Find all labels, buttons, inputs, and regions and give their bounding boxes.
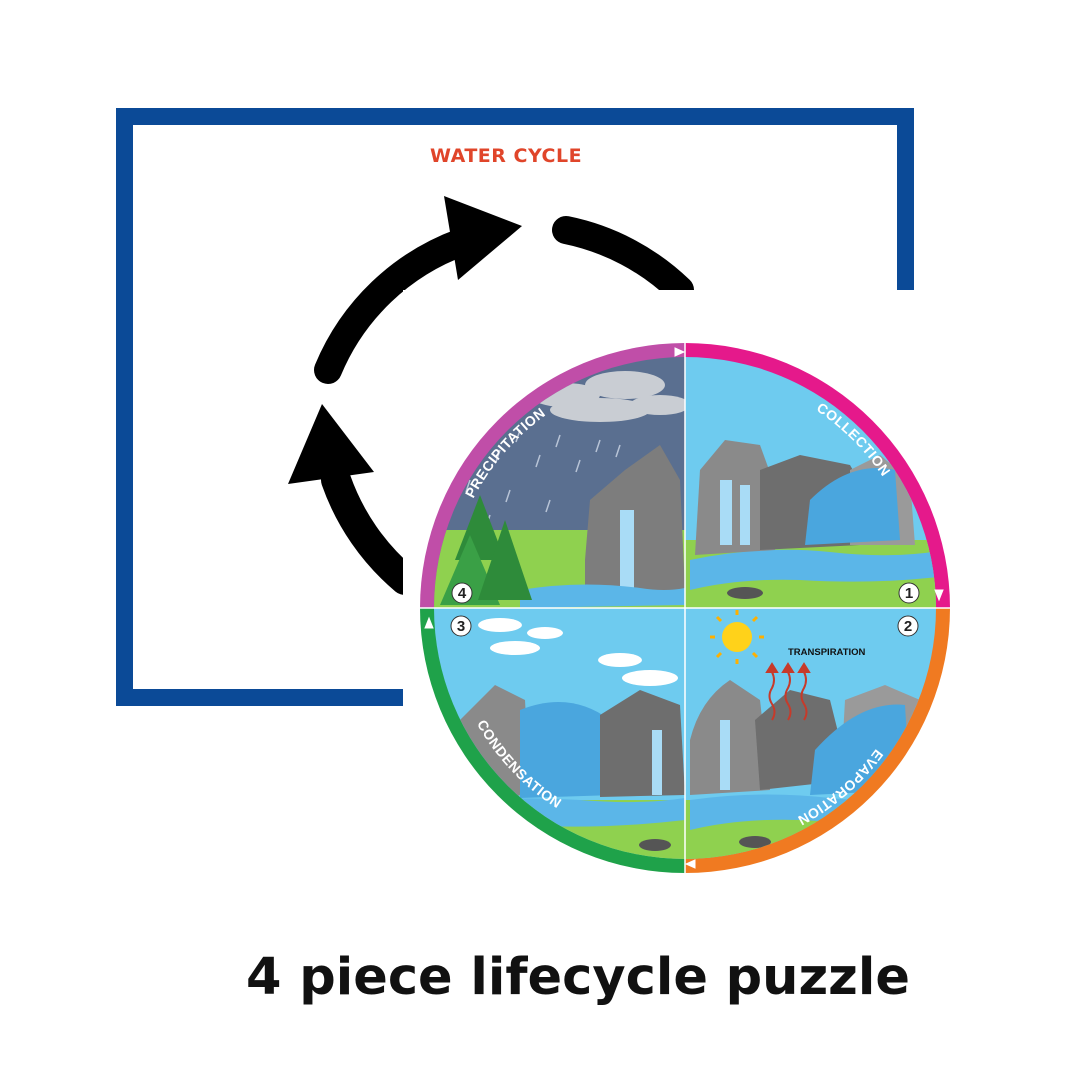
svg-text:4: 4 <box>458 585 467 602</box>
svg-text:3: 3 <box>457 618 465 635</box>
stage-badge-4: 4 <box>451 582 473 604</box>
stage-badge-3: 3 <box>450 615 472 637</box>
puzzle-piece-condensation <box>434 608 685 859</box>
stage-badge-1: 1 <box>898 582 920 604</box>
puzzle-piece-evaporation: TRANSPIRATION <box>685 608 936 859</box>
cycle-arrow-top <box>314 196 522 384</box>
vapor-arrows-icon <box>765 662 811 721</box>
water-cycle-puzzle: TRANSPIRATION <box>420 343 950 873</box>
sun-icon <box>710 610 764 664</box>
stage-badge-2: 2 <box>897 615 919 637</box>
cycle-arrow-right <box>552 216 694 304</box>
svg-text:1: 1 <box>905 585 913 602</box>
transpiration-label: TRANSPIRATION <box>788 647 866 658</box>
cycle-arrow-left <box>288 404 420 595</box>
clouds-icon <box>478 618 678 686</box>
svg-text:2: 2 <box>904 618 912 635</box>
product-caption: 4 piece lifecycle puzzle <box>246 948 910 1007</box>
board-title: WATER CYCLE <box>430 145 583 167</box>
ring-direction-arrows <box>424 347 944 869</box>
